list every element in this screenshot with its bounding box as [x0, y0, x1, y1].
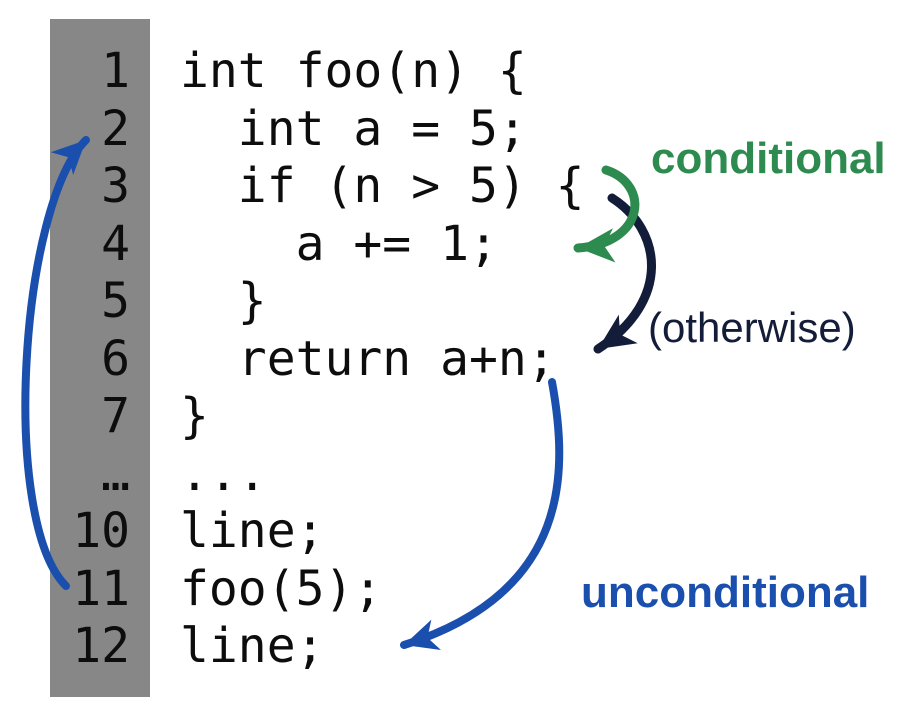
code-line: int a = 5; [180, 100, 527, 157]
line-number: 1 [101, 43, 130, 99]
otherwise-label: (otherwise) [648, 304, 856, 351]
line-number: 3 [101, 158, 130, 214]
code-column: int foo(n) { int a = 5; if (n > 5) { a +… [180, 43, 585, 676]
code-line: if (n > 5) { [180, 158, 585, 214]
code-line: } [180, 273, 267, 329]
line-number-column: 1 2 3 4 5 6 7 … 10 11 12 [50, 43, 130, 676]
line-number: … [101, 445, 130, 502]
code-line: return a+n; [180, 330, 556, 387]
line-number: 12 [72, 618, 130, 674]
code-line: } [180, 388, 209, 444]
code-line: a += 1; [180, 215, 498, 272]
otherwise-arrow [593, 193, 656, 354]
line-number: 7 [101, 388, 130, 444]
line-number: 4 [101, 215, 130, 272]
line-number: 6 [101, 330, 130, 387]
line-number: 11 [72, 560, 130, 617]
line-number: 2 [101, 100, 130, 157]
unconditional-label: unconditional [581, 568, 870, 617]
conditional-arrow [573, 165, 640, 263]
line-number: 5 [101, 273, 130, 329]
conditional-label: conditional [651, 134, 886, 183]
code-line: line; [180, 503, 325, 559]
code-line: int foo(n) { [180, 43, 527, 99]
code-line: foo(5); [180, 560, 383, 617]
code-line: ... [180, 445, 267, 502]
line-number: 10 [72, 503, 130, 559]
code-line: line; [180, 618, 325, 674]
